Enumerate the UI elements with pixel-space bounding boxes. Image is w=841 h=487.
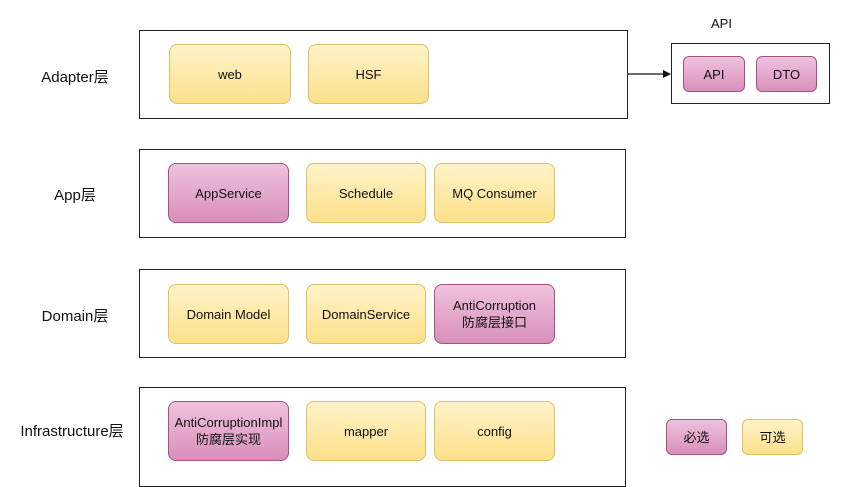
api-box: API <box>683 56 745 92</box>
schedule-box: Schedule <box>306 163 426 223</box>
domain-service-box: DomainService <box>306 284 426 344</box>
adapter-to-api-arrow <box>628 70 671 78</box>
anticorruption-impl-box: AntiCorruptionImpl 防腐层实现 <box>168 401 289 461</box>
dto-box: DTO <box>756 56 817 92</box>
adapter-layer-label: Adapter层 <box>41 69 109 86</box>
legend-required-swatch: 必选 <box>666 419 727 455</box>
app-layer-label: App层 <box>54 187 96 204</box>
config-box: config <box>434 401 555 461</box>
domain-layer-label: Domain层 <box>41 308 109 325</box>
api-module-caption: API <box>711 16 732 31</box>
app-service-box: AppService <box>168 163 289 223</box>
legend-optional-swatch: 可选 <box>742 419 803 455</box>
mq-consumer-box: MQ Consumer <box>434 163 555 223</box>
anticorruption-interface-box: AntiCorruption 防腐层接口 <box>434 284 555 344</box>
hsf-box: HSF <box>308 44 429 104</box>
domain-model-box: Domain Model <box>168 284 289 344</box>
mapper-box: mapper <box>306 401 426 461</box>
web-box: web <box>169 44 291 104</box>
infrastructure-layer-label: Infrastructure层 <box>20 423 124 440</box>
